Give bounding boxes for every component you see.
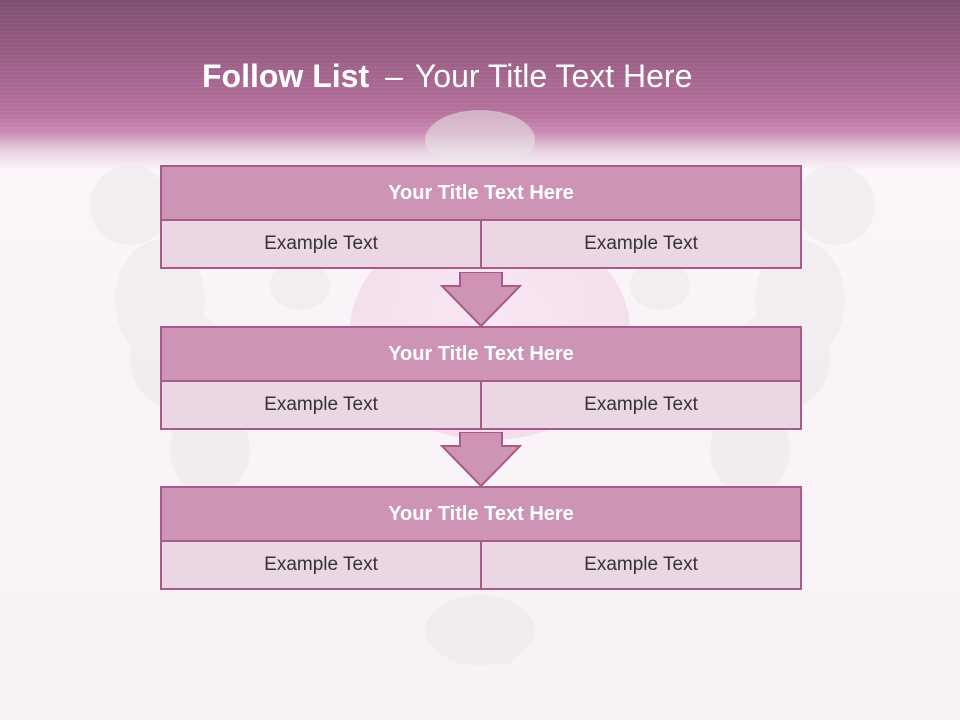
list-block-1: Your Title Text Here Example Text Exampl… [160,165,802,269]
block-cell-right: Example Text [480,540,802,590]
header-texture [0,0,960,130]
slide-header [0,0,960,170]
slide-title-bold: Follow List [202,58,370,94]
block-cell-left: Example Text [160,219,482,269]
block-cell-left: Example Text [160,380,482,430]
block-cell-right: Example Text [480,380,802,430]
block-cell-left: Example Text [160,540,482,590]
slide-title: Follow List–Your Title Text Here [202,56,692,96]
block-row: Example Text Example Text [160,540,802,590]
down-arrow-icon [439,432,523,488]
block-cell-right: Example Text [480,219,802,269]
block-row: Example Text Example Text [160,380,802,430]
slide-title-separator: – [385,58,403,94]
slide-title-rest: Your Title Text Here [414,58,693,94]
block-title: Your Title Text Here [160,326,802,382]
down-arrow-icon [439,272,523,328]
block-title: Your Title Text Here [160,486,802,542]
list-block-3: Your Title Text Here Example Text Exampl… [160,486,802,590]
list-block-2: Your Title Text Here Example Text Exampl… [160,326,802,430]
block-title: Your Title Text Here [160,165,802,221]
block-row: Example Text Example Text [160,219,802,269]
